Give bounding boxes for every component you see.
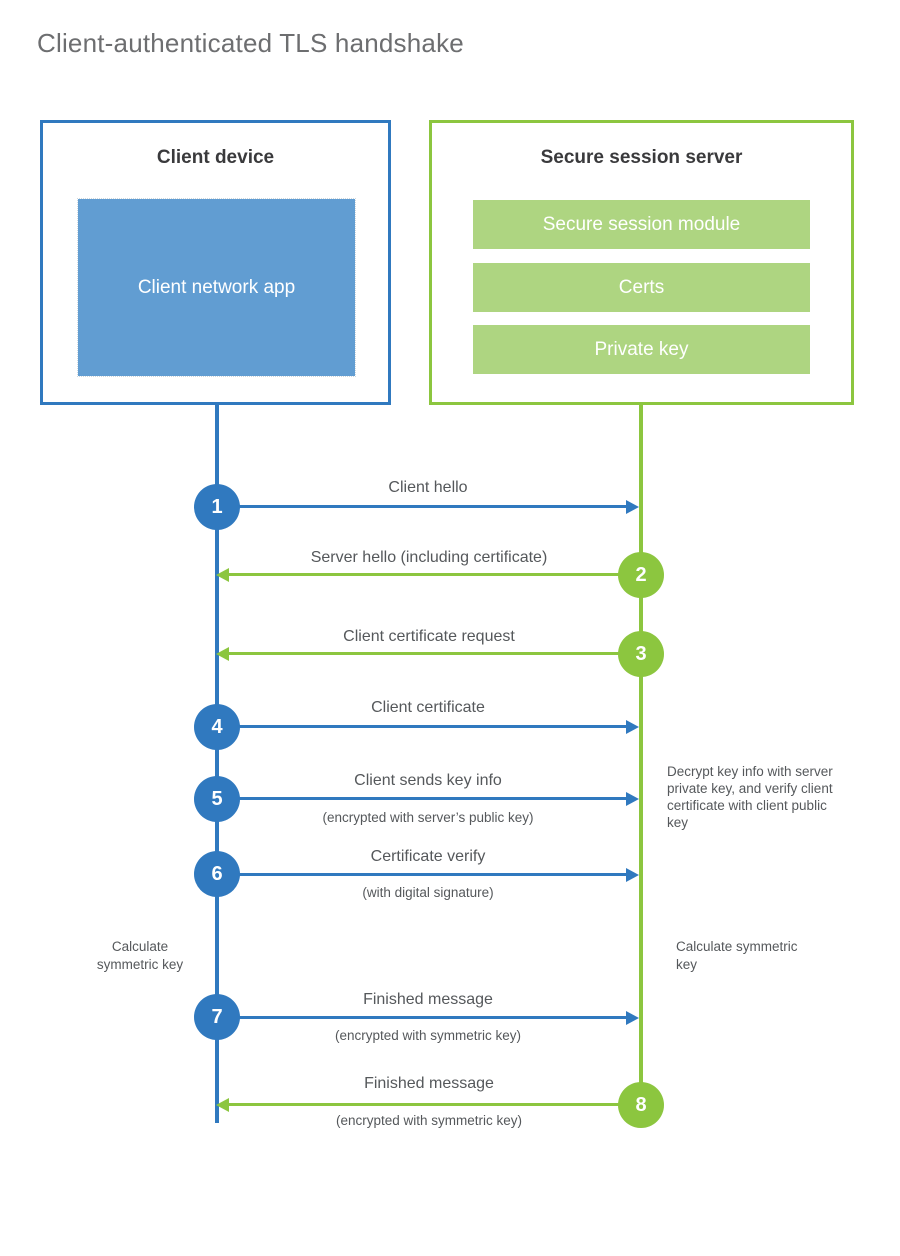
step-circle-4[interactable]: 4: [194, 704, 240, 750]
step-circle-5[interactable]: 5: [194, 776, 240, 822]
step-circle-3[interactable]: 3: [618, 631, 664, 677]
note-calculate-symmetric-key-client: Calculate symmetric key: [96, 939, 184, 972]
message-label-5: Client sends key info: [354, 772, 502, 789]
step-circle-7[interactable]: 7: [194, 994, 240, 1040]
message-line-8: [228, 1103, 641, 1106]
message-label-1: Client hello: [388, 479, 468, 496]
page-title: Client-authenticated TLS handshake: [37, 28, 464, 58]
message-label-7: Finished message: [363, 991, 493, 1008]
arrowhead-right-icon: [626, 792, 639, 806]
secure-session-server-title: Secure session server: [540, 147, 743, 168]
message-line-2: [228, 573, 641, 576]
message-line-1: [217, 505, 627, 508]
client-network-app-label: Client network app: [137, 276, 296, 298]
arrowhead-right-icon: [626, 720, 639, 734]
message-line-5: [217, 797, 627, 800]
arrowhead-right-icon: [626, 868, 639, 882]
server-module-bar: Private key: [473, 325, 810, 374]
message-label-4: Client certificate: [371, 699, 485, 716]
arrowhead-left-icon: [216, 1098, 229, 1112]
step-circle-6[interactable]: 6: [194, 851, 240, 897]
message-line-7: [217, 1016, 627, 1019]
arrowhead-right-icon: [626, 1011, 639, 1025]
message-sublabel-8: (encrypted with symmetric key): [335, 1113, 523, 1128]
message-line-6: [217, 873, 627, 876]
message-line-3: [228, 652, 641, 655]
message-sublabel-6: (with digital signature): [362, 885, 494, 900]
server-module-bar: Secure session module: [473, 200, 810, 249]
server-module-bar: Certs: [473, 263, 810, 312]
client-network-app-block: Client network app: [77, 198, 356, 377]
message-label-2: Server hello (including certificate): [310, 549, 548, 566]
step-circle-1[interactable]: 1: [194, 484, 240, 530]
arrowhead-left-icon: [216, 647, 229, 661]
arrowhead-left-icon: [216, 568, 229, 582]
client-lifeline: [215, 405, 219, 1123]
message-label-8: Finished message: [364, 1075, 494, 1092]
message-sublabel-7: (encrypted with symmetric key): [334, 1028, 522, 1043]
message-label-3: Client certificate request: [343, 628, 515, 645]
server-lifeline: [639, 405, 643, 1105]
secure-session-server-box: Secure session server Secure session mod…: [429, 120, 854, 405]
arrowhead-right-icon: [626, 500, 639, 514]
client-device-title: Client device: [156, 147, 275, 168]
note-decrypt-key-info: Decrypt key info with server private key…: [667, 764, 833, 830]
client-device-box: Client device Client network app: [40, 120, 391, 405]
message-line-4: [217, 725, 627, 728]
note-calculate-symmetric-key-server: Calculate symmetric key: [676, 939, 798, 972]
message-sublabel-5: (encrypted with server’s public key): [322, 810, 534, 825]
step-circle-2[interactable]: 2: [618, 552, 664, 598]
step-circle-8[interactable]: 8: [618, 1082, 664, 1128]
message-label-6: Certificate verify: [370, 848, 486, 865]
